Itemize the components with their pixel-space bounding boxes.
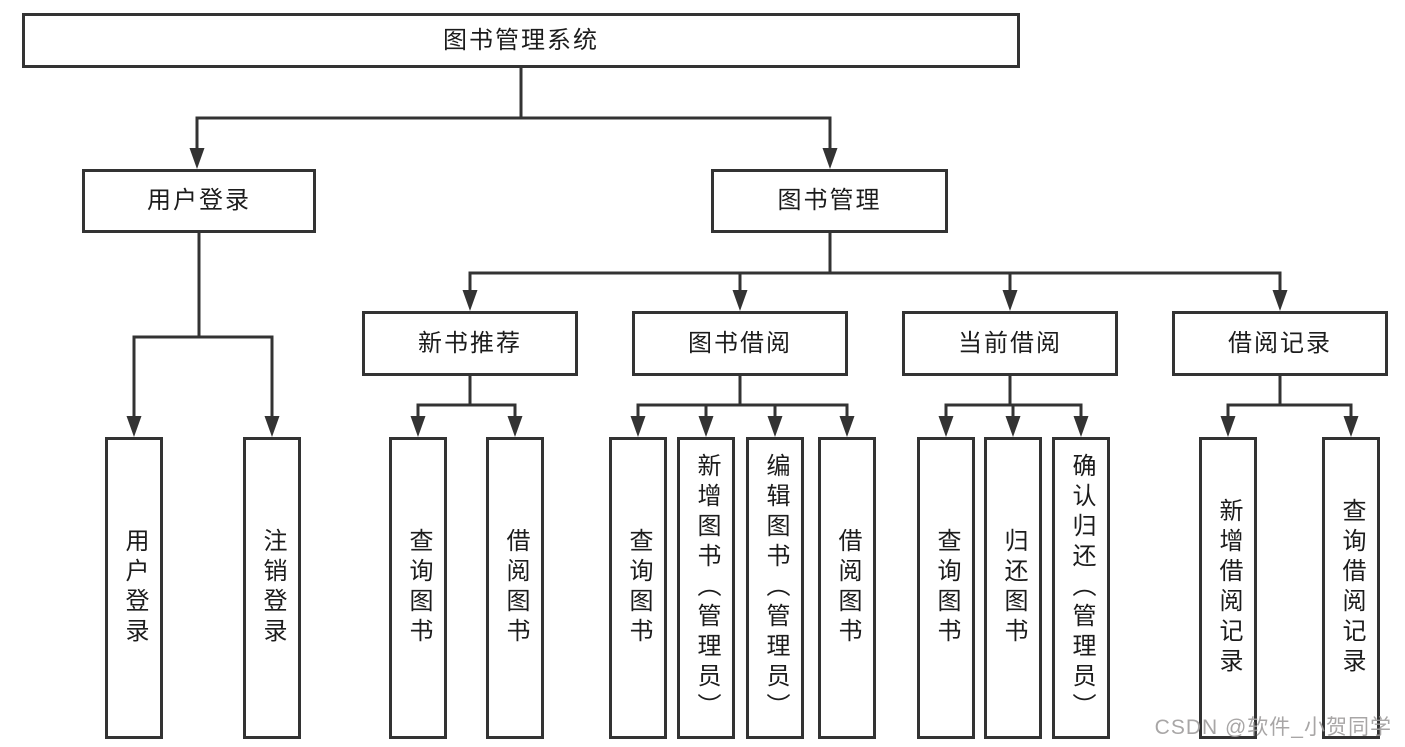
leaf-bb-query-books: 查询图书 xyxy=(609,437,667,739)
leaf-bb-borrow-books: 借阅图书 xyxy=(818,437,876,739)
leaf-nb-query-books: 查询图书 xyxy=(389,437,447,739)
leaf-nb-borrow-books: 借阅图书 xyxy=(486,437,544,739)
leaf-bb-edit-books-admin: 编辑图书（管理员） xyxy=(746,437,804,739)
node-current-borrowing: 当前借阅 xyxy=(902,311,1118,376)
node-root: 图书管理系统 xyxy=(22,13,1020,68)
leaf-br-query-record: 查询借阅记录 xyxy=(1322,437,1380,739)
leaf-br-add-record: 新增借阅记录 xyxy=(1199,437,1257,739)
node-book-management: 图书管理 xyxy=(711,169,948,233)
leaf-user-login: 用户登录 xyxy=(105,437,163,739)
leaf-logout: 注销登录 xyxy=(243,437,301,739)
leaf-cb-query-books: 查询图书 xyxy=(917,437,975,739)
node-user-login: 用户登录 xyxy=(82,169,316,233)
leaf-cb-return-books: 归还图书 xyxy=(984,437,1042,739)
leaf-cb-confirm-return-admin: 确认归还（管理员） xyxy=(1052,437,1110,739)
node-book-borrowing: 图书借阅 xyxy=(632,311,848,376)
leaf-bb-add-books-admin: 新增图书（管理员） xyxy=(677,437,735,739)
node-new-book-recommend: 新书推荐 xyxy=(362,311,578,376)
node-borrow-records: 借阅记录 xyxy=(1172,311,1388,376)
